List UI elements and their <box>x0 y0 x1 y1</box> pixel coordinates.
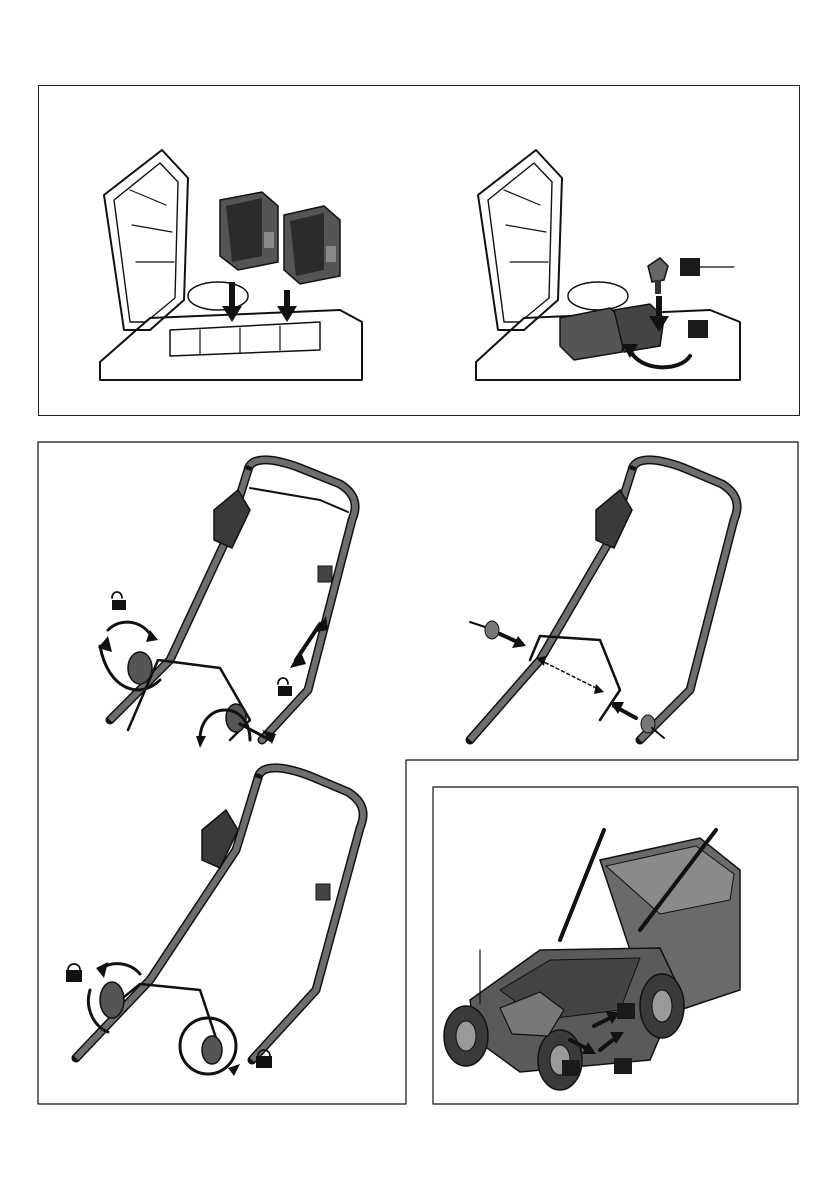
padlock-open-icon <box>112 592 126 610</box>
callout-marker-icon <box>617 1003 635 1019</box>
padlock-closed-icon <box>66 964 82 982</box>
callout-marker-icon <box>562 1060 580 1076</box>
figure-handle-adjust-lock <box>66 768 363 1076</box>
figure-mower-assembled <box>444 830 740 1090</box>
wheel-icon <box>640 974 684 1038</box>
arrow-down-icon <box>222 282 242 322</box>
padlock-open-icon <box>278 678 292 696</box>
callout-marker-icon <box>614 1058 632 1074</box>
figure-handle-cross-bar <box>470 460 737 740</box>
figure-handle-adjust-unlock <box>98 460 355 748</box>
callout-marker-icon <box>680 258 700 276</box>
safety-key-icon <box>648 258 668 294</box>
wheel-icon <box>444 1006 488 1066</box>
battery-pack-icon <box>220 192 278 270</box>
arrow-down-icon <box>277 290 297 322</box>
callout-marker-icon <box>688 320 708 338</box>
battery-pack-icon <box>284 206 340 284</box>
bolt-icon <box>470 621 499 639</box>
figure-safety-key-insert <box>476 150 740 380</box>
figure-battery-insert <box>100 150 362 380</box>
